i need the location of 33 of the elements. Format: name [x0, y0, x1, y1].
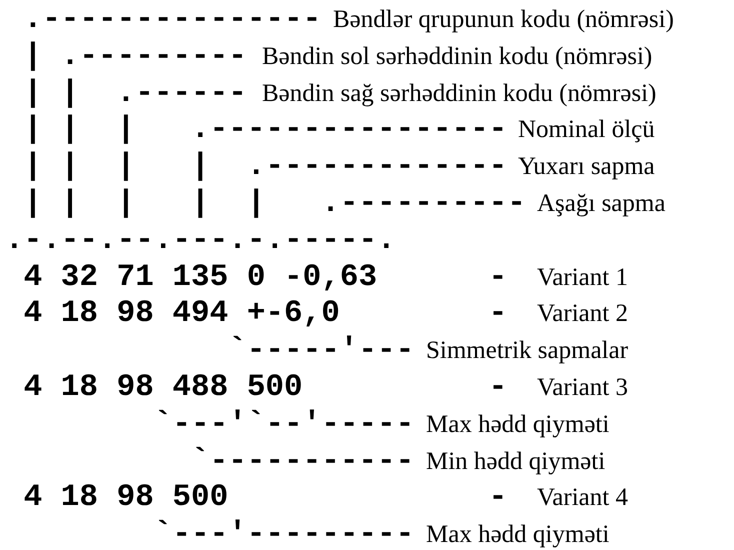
- annotation-text: Simmetrik sapmalar: [426, 336, 628, 366]
- annotation-text: Variant 2: [537, 299, 628, 330]
- ascii-leader-line: `-----------: [191, 446, 414, 478]
- code-digits: 4 18 98 488 500: [24, 372, 303, 404]
- dash-mark: -: [488, 298, 508, 330]
- code-digits: 4 18 98 494 +-6,0: [24, 298, 340, 330]
- ascii-leader-line: | | | | | .----------: [24, 188, 526, 220]
- annotation-text: Yuxarı sapma: [518, 152, 655, 182]
- annotation-text: Nominal ölçü: [518, 115, 655, 146]
- code-digits: 4 18 98 500: [24, 482, 228, 514]
- ascii-leader-line: | | | .----------------: [24, 114, 508, 146]
- annotation-text: Aşağı sapma: [537, 189, 666, 219]
- ascii-leader-line: | | | | .-------------: [24, 151, 508, 184]
- annotation-text: Variant 1: [537, 262, 628, 293]
- annotation-text: Bəndin sağ sərhəddinin kodu (nömrəsi): [262, 78, 656, 109]
- dash-mark: -: [488, 262, 508, 294]
- ascii-leader-line: | .---------: [24, 40, 247, 73]
- dash-mark: -: [488, 482, 508, 514]
- dash-mark: -: [488, 372, 508, 404]
- ascii-leader-line: `---'`--'-----: [154, 408, 414, 441]
- annotation-text: Max hədd qiyməti: [426, 520, 610, 550]
- ascii-leader-line: `---'---------: [154, 519, 414, 550]
- ascii-leader-line: .-.--.--.---.-.-----.: [5, 224, 396, 257]
- ascii-leader-line: | | .------: [24, 78, 247, 110]
- annotation-text: Variant 3: [537, 373, 628, 403]
- code-digits: 4 32 71 135 0 -0,63: [24, 262, 378, 294]
- annotation-text: Variant 4: [537, 483, 628, 514]
- annotation-text: Min hədd qiyməti: [426, 446, 606, 477]
- ascii-leader-line: `-----'---: [228, 335, 414, 368]
- annotation-text: Max hədd qiyməti: [426, 410, 610, 440]
- annotation-text: Bəndlər qrupunun kodu (nömrəsi): [333, 5, 674, 35]
- annotation-text: Bəndin sol sərhəddinin kodu (nömrəsi): [262, 42, 652, 72]
- ascii-leader-line: .---------------: [24, 4, 322, 36]
